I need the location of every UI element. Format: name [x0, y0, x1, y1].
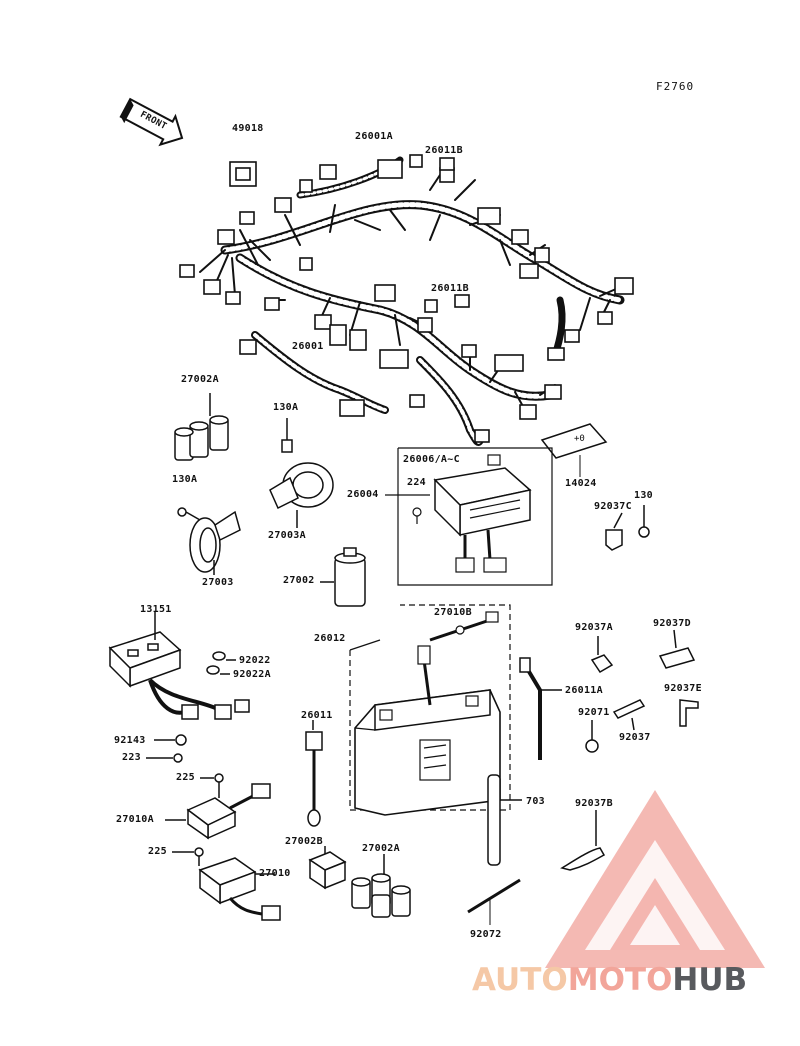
label-27002a-top: 27002A: [181, 374, 219, 385]
label-27010a: 27010A: [116, 814, 154, 825]
label-92037e: 92037E: [664, 683, 702, 694]
relay-group-bottom: [351, 854, 411, 918]
watermark-part-hub: HUB: [672, 962, 748, 998]
label-92037c: 92037C: [594, 501, 632, 512]
label-223: 223: [122, 752, 141, 763]
label-26006: 26006/A~C: [403, 454, 460, 465]
svg-text:+0: +0: [574, 434, 585, 444]
battery-26012: [349, 604, 511, 816]
front-arrow: [119, 97, 184, 147]
label-92037a: 92037A: [575, 622, 613, 633]
label-225-b: 225: [148, 846, 167, 857]
watermark-part-moto: MOTO: [567, 962, 673, 998]
regulator-27010a: [165, 773, 271, 840]
label-27002b: 27002B: [285, 836, 323, 847]
label-26011a: 26011A: [565, 685, 603, 696]
relay-group-top: [174, 393, 229, 461]
relay-27002b: [308, 846, 347, 890]
figure-code: F2760: [656, 80, 695, 93]
harness-connectors: [179, 154, 634, 443]
horn-27003: [177, 507, 241, 575]
tube-703: [487, 774, 522, 866]
label-14024: 14024: [565, 478, 597, 489]
label-703: 703: [526, 796, 545, 807]
label-49018: 49018: [232, 123, 264, 134]
fuse-box-26004: [385, 447, 553, 586]
label-26004: 26004: [347, 489, 379, 500]
label-27002: 27002: [283, 575, 315, 586]
label-92037d: 92037D: [653, 618, 691, 629]
label-92071: 92071: [578, 707, 610, 718]
band-92072: [467, 878, 521, 925]
cable-26011a: [519, 657, 562, 760]
cable-26011: [305, 720, 323, 827]
label-13151: 13151: [140, 604, 172, 615]
label-card-14024: +0: [540, 423, 608, 477]
label-92143: 92143: [114, 735, 146, 746]
module-27010: [172, 847, 281, 921]
label-92022a: 92022A: [233, 669, 271, 680]
watermark-text: AUTOMOTOHUB: [472, 962, 747, 998]
label-92072: 92072: [470, 929, 502, 940]
label-27010: 27010: [259, 868, 291, 879]
label-130: 130: [634, 490, 653, 501]
label-26011b-top: 26011B: [425, 145, 463, 156]
label-27003: 27003: [202, 577, 234, 588]
label-224: 224: [407, 477, 426, 488]
label-26001a: 26001A: [355, 131, 393, 142]
watermark-logo: [545, 790, 765, 968]
watermark-part-auto: AUTO: [472, 962, 568, 998]
label-26011b-mid: 26011B: [431, 283, 469, 294]
label-130a-top: 130A: [273, 402, 299, 413]
label-92022: 92022: [239, 655, 271, 666]
label-92037: 92037: [619, 732, 651, 743]
label-92037b: 92037B: [575, 798, 613, 809]
label-26012: 26012: [314, 633, 346, 644]
label-130a-left: 130A: [172, 474, 198, 485]
clamp-92037c: [605, 505, 650, 551]
label-27010b: 27010B: [434, 607, 472, 618]
meter-unit-13151: [108, 612, 250, 720]
label-26011: 26011: [301, 710, 333, 721]
label-27002a-bottom: 27002A: [362, 843, 400, 854]
label-26001: 26001: [292, 341, 324, 352]
label-27003a: 27003A: [268, 530, 306, 541]
relay-27002: [320, 547, 366, 607]
collar-92143: [146, 734, 187, 763]
horn-27003a: [269, 418, 334, 528]
label-225-a: 225: [176, 772, 195, 783]
washers-92022: [206, 651, 236, 675]
small-parts-right: [560, 629, 699, 871]
